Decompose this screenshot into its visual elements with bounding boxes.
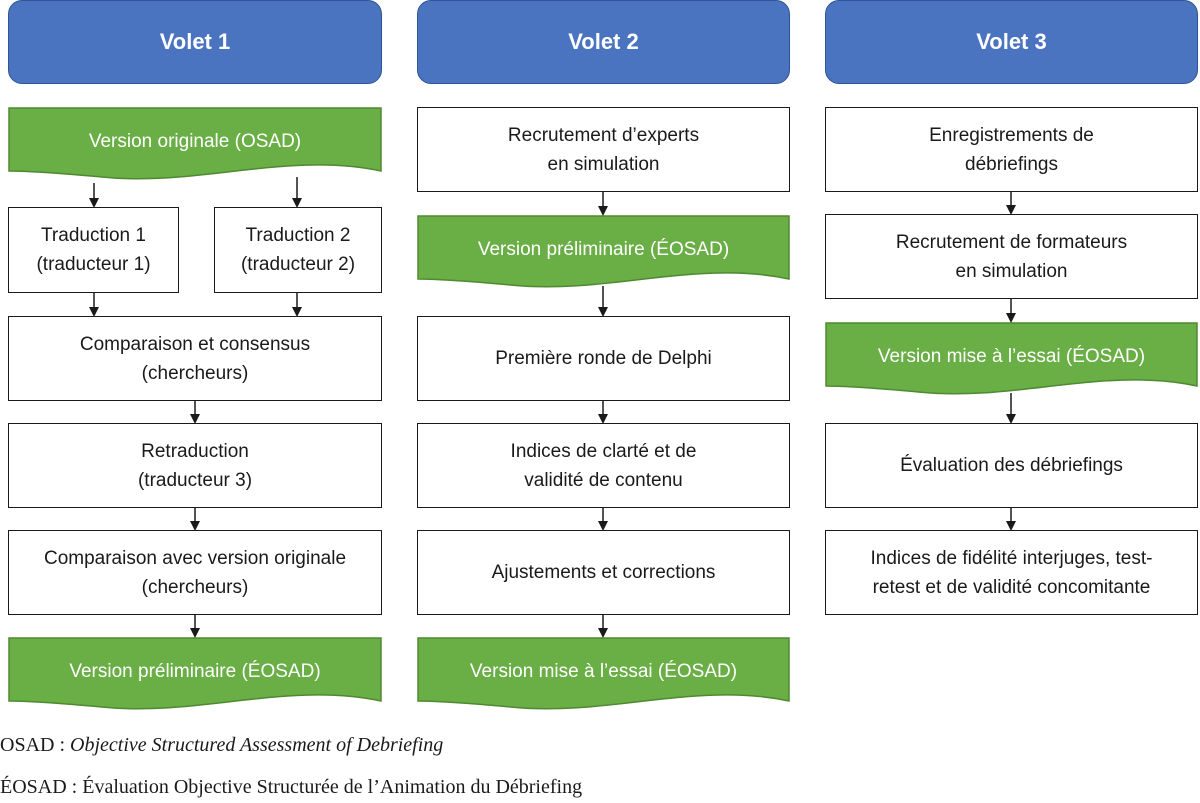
v3-trainer-recruitment-box: Recrutement de formateurs en simulation <box>825 214 1198 299</box>
v2-adjustments-box: Ajustements et corrections <box>417 530 790 615</box>
v1-comparison-box: Comparaison et consensus (chercheurs) <box>8 316 382 401</box>
v3-reliability-indices-box: Indices de fidélité interjuges, test- re… <box>825 530 1198 615</box>
volet-1-header: Volet 1 <box>8 0 382 84</box>
legend-osad-full: Objective Structured Assessment of Debri… <box>70 734 444 756</box>
v3-evaluation-box: Évaluation des débriefings <box>825 423 1198 508</box>
v2-trial-version-label: Version mise à l’essai (ÉOSAD) <box>469 660 738 682</box>
v1-comparison-original-box: Comparaison avec version originale (cher… <box>8 530 382 615</box>
v3-trial-version-doc: Version mise à l’essai (ÉOSAD) <box>825 322 1198 398</box>
v1-original-version-doc: Version originale (OSAD) <box>8 107 382 183</box>
v2-delphi-round-box: Première ronde de Delphi <box>417 316 790 401</box>
v1-preliminary-version-label: Version préliminaire (ÉOSAD) <box>69 660 321 682</box>
v1-translation-1-box: Traduction 1 (traducteur 1) <box>8 207 179 293</box>
v2-expert-recruitment-box: Recrutement d’experts en simulation <box>417 107 790 192</box>
volet-2-header: Volet 2 <box>417 0 790 84</box>
legend-osad-abbr: OSAD : <box>0 734 71 756</box>
v2-trial-version-doc: Version mise à l’essai (ÉOSAD) <box>417 637 790 713</box>
v2-preliminary-version-doc: Version préliminaire (ÉOSAD) <box>417 215 790 291</box>
legend-eosad: ÉOSAD : Évaluation Objective Structurée … <box>0 776 583 798</box>
v3-trial-version-label: Version mise à l’essai (ÉOSAD) <box>877 345 1146 367</box>
legend-osad: OSAD : Objective Structured Assessment o… <box>0 734 443 757</box>
volet-3-header: Volet 3 <box>825 0 1198 84</box>
v1-translation-2-box: Traduction 2 (traducteur 2) <box>214 207 382 293</box>
v3-recordings-box: Enregistrements de débriefings <box>825 107 1198 192</box>
v1-backtranslation-box: Retraduction (traducteur 3) <box>8 423 382 508</box>
v1-preliminary-version-doc: Version préliminaire (ÉOSAD) <box>8 637 382 713</box>
v1-original-version-label: Version originale (OSAD) <box>88 130 302 152</box>
v2-preliminary-version-label: Version préliminaire (ÉOSAD) <box>477 238 730 260</box>
v2-indices-box: Indices de clarté et de validité de cont… <box>417 423 790 508</box>
